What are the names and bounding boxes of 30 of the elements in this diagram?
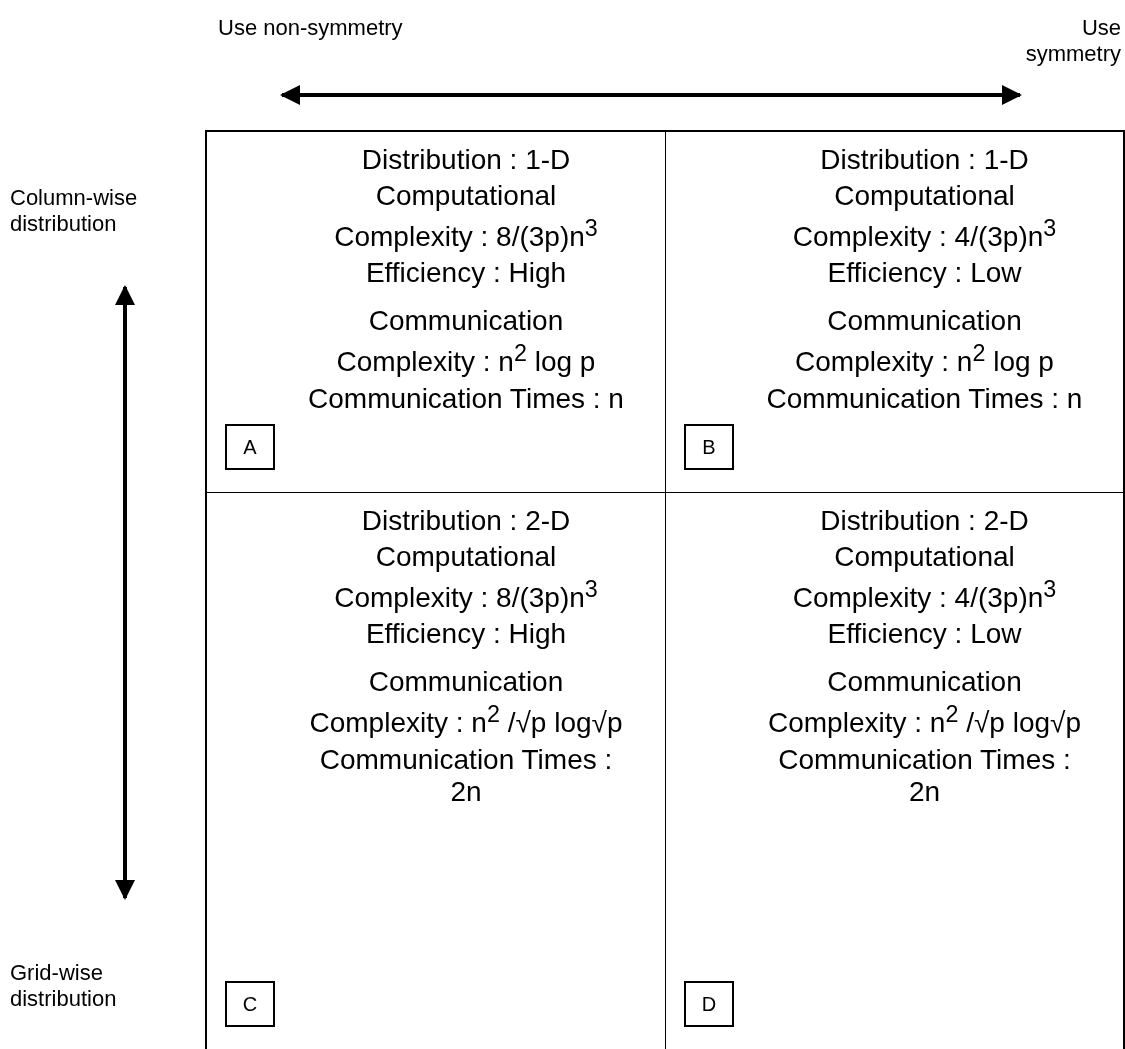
cell-text: Computational Complexity : 4/(3p)n$^{3}$ bbox=[791, 180, 1058, 254]
quadrant-panel bbox=[665, 130, 1125, 493]
cell-text: Computational Complexity : 8/(3p)n$^{3}$ bbox=[333, 541, 599, 615]
cell-text: Computational Complexity : 8/(3p)n$^{3}$ bbox=[333, 180, 599, 254]
axis-label: Use symmetry bbox=[1024, 15, 1121, 67]
cell-text: Distribution : 1-D bbox=[820, 144, 1029, 176]
cell-text: Communication Complexity : n$^{2}$ log p bbox=[335, 305, 597, 379]
cell-text: Communication Times : 2n bbox=[318, 743, 614, 808]
axis-label: Use non-symmetry bbox=[218, 15, 404, 41]
cell-text: Distribution : 2-D bbox=[361, 505, 571, 537]
cell-text: Communication Times : n bbox=[308, 382, 624, 415]
cell-text: Communication Times : n bbox=[766, 382, 1083, 415]
cell-text: Communication Times : 2n bbox=[777, 743, 1072, 808]
cell-text: Efficiency : Low bbox=[827, 618, 1022, 651]
cell-text: Efficiency : High bbox=[365, 257, 567, 290]
cell-text: Communication Complexity : n$^{2}$ log p bbox=[794, 305, 1055, 379]
cell-text: Communication Complexity : n$^{2}$ /√p log√p bbox=[767, 666, 1082, 740]
cell-text: Communication Complexity : n$^{2}$ /√p log√p bbox=[308, 666, 624, 740]
quadrant-tag: B bbox=[684, 424, 734, 470]
quadrant-tag: D bbox=[684, 981, 734, 1027]
cell-text: Distribution : 2-D bbox=[820, 505, 1029, 537]
quadrant-tag: C bbox=[225, 981, 275, 1027]
cell-text: Distribution : 1-D bbox=[361, 144, 571, 176]
axis-label: Column-wise distribution bbox=[10, 185, 139, 237]
cell-text: Efficiency : High bbox=[365, 618, 567, 651]
quadrant-panel bbox=[205, 130, 666, 493]
cell-text: Efficiency : Low bbox=[827, 257, 1022, 290]
quadrant-tag: A bbox=[225, 424, 275, 470]
cell-text: Computational Complexity : 4/(3p)n$^{3}$ bbox=[791, 541, 1058, 615]
axis-label: Grid-wise distribution bbox=[10, 960, 118, 1012]
